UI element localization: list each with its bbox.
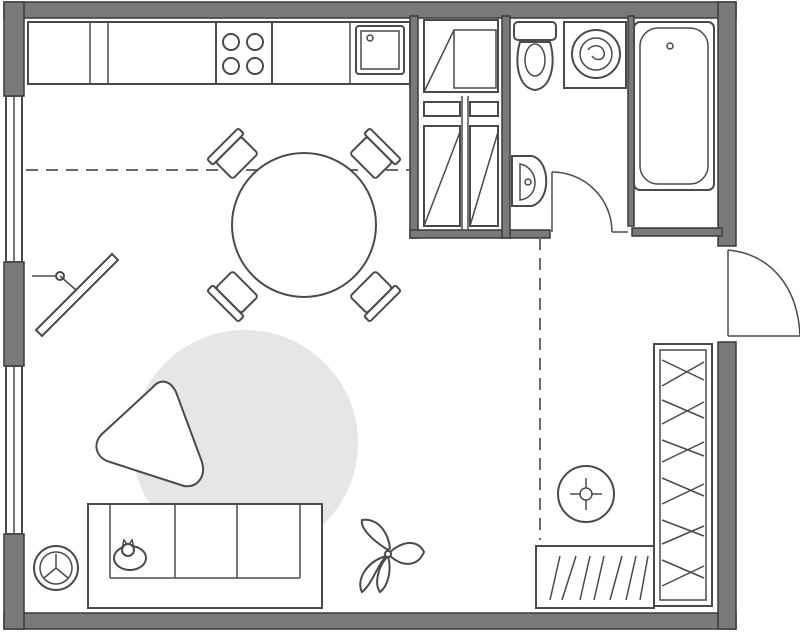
dining-chair [206,127,258,179]
bathroom-sink [511,155,548,207]
kitchen-sink [355,25,405,75]
bathroom-door[interactable] [551,171,628,233]
dining-chair [350,271,402,323]
rug [132,330,358,556]
dining-chair [350,127,402,179]
exterior-walls [3,1,737,630]
bathtub [633,21,715,191]
side-table [33,545,79,591]
closet-shelves [423,19,499,230]
floor-drain [557,465,615,523]
window-lower [5,365,23,535]
cooktop [215,21,273,85]
wardrobe [653,343,713,607]
tv-stand [32,252,120,338]
dining-chair [206,271,258,323]
sofa [87,503,323,609]
shoe-rack [535,545,655,609]
cat [113,538,147,571]
armchair [95,380,204,488]
washing-machine [563,21,627,89]
dining-chairs [206,127,402,323]
toilet [513,21,557,92]
potted-plant [359,518,426,594]
window-upper [5,95,23,263]
entrance-door[interactable] [727,249,800,337]
round-dining-table [231,152,377,298]
